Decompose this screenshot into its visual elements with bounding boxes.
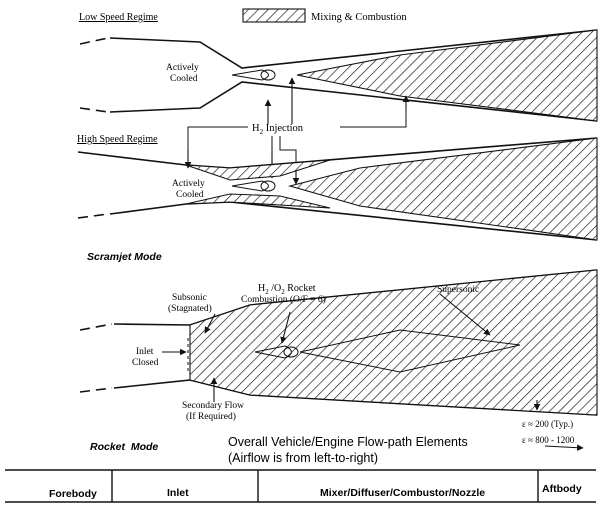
high-speed-upper-hatch	[185, 159, 331, 181]
inlet-closed-label-2: Closed	[132, 358, 159, 368]
aftbody-label: Aftbody	[542, 483, 582, 495]
rocket-combustion-label-2: Combustion (O/F = 6)	[241, 294, 326, 305]
legend-swatch	[242, 8, 306, 23]
caption-line-1: Overall Vehicle/Engine Flow-path Element…	[228, 435, 468, 449]
rocket-engine	[79, 269, 598, 451]
low-speed-injector-ring	[260, 69, 276, 81]
legend-label: Mixing & Combustion	[311, 12, 407, 23]
rocket-mode-label: Rocket Mode	[90, 441, 158, 453]
actively-cooled-label-2b: Cooled	[176, 190, 204, 200]
actively-cooled-label-2a: Actively	[172, 179, 205, 189]
inlet-closed-label-1: Inlet	[136, 347, 154, 357]
if-required-label: (If Required)	[186, 411, 236, 422]
high-speed-engine	[77, 137, 598, 241]
scramjet-mode-label: Scramjet Mode	[87, 251, 162, 263]
high-speed-lower-hatch	[185, 193, 331, 209]
mixer-label: Mixer/Diffuser/Combustor/Nozzle	[320, 487, 485, 499]
stagnated-label: (Stagnated)	[168, 303, 212, 314]
rocket-hatch-zone	[189, 269, 598, 416]
secondary-flow-label: Secondary Flow	[182, 401, 244, 411]
rocket-supersonic-core	[299, 329, 521, 373]
subsonic-label: Subsonic	[172, 293, 207, 303]
inlet-label: Inlet	[167, 487, 189, 499]
rocket-combustion-label-1: H2 /O2 Rocket	[258, 283, 316, 296]
h2-injection-label: H2 Injection	[252, 123, 304, 136]
low-speed-engine	[79, 29, 598, 124]
low-speed-mixing-zone	[296, 29, 598, 122]
actively-cooled-label-1b: Cooled	[170, 74, 198, 84]
actively-cooled-label-1a: Actively	[166, 63, 199, 73]
elements-bar	[5, 469, 596, 503]
h2-injection-leaders	[184, 95, 410, 185]
high-speed-regime-label: High Speed Regime	[77, 134, 158, 145]
high-speed-mixing-zone	[287, 137, 598, 241]
supersonic-label: Supersonic	[437, 285, 479, 295]
epsilon-200-label: ε ≈ 200 (Typ.)	[522, 419, 573, 429]
low-speed-regime-label: Low Speed Regime	[79, 12, 158, 23]
forebody-label: Forebody	[49, 488, 97, 500]
caption-line-2: (Airflow is from left-to-right)	[228, 451, 378, 465]
low-speed-injector	[231, 69, 269, 81]
epsilon-800-label: ε ≈ 800 - 1200	[522, 435, 575, 445]
